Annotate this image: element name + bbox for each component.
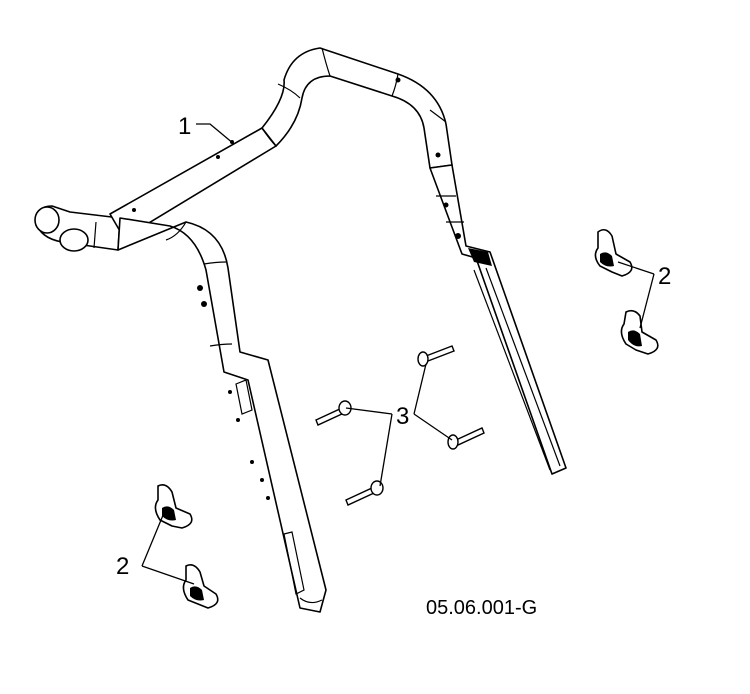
bolt-left-upper	[315, 400, 352, 426]
callout-3: 3	[396, 403, 409, 430]
callout-2-left: 2	[116, 553, 129, 580]
bolt-top	[417, 345, 455, 367]
knob-right-upper	[594, 228, 633, 277]
bolt-left-lower	[345, 480, 384, 506]
knob-right-lower	[620, 309, 659, 355]
handle-bar	[34, 47, 567, 613]
callout-1: 1	[178, 113, 191, 140]
bolt-right	[447, 427, 485, 450]
reference-code: 05.06.001-G	[426, 597, 537, 619]
knob-left-lower	[182, 564, 219, 609]
leader-lines	[141, 123, 655, 585]
callout-2-right: 2	[658, 263, 671, 290]
